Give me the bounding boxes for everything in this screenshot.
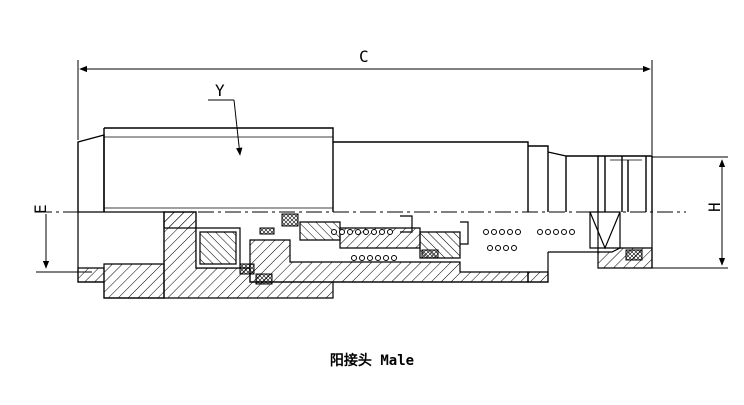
lower-section <box>77 211 653 299</box>
right-end-fitting <box>400 212 653 268</box>
dimension-e: E <box>31 204 92 273</box>
dimension-h: H <box>652 156 728 269</box>
dimension-e-label: E <box>31 204 50 214</box>
valve-springs <box>331 229 575 261</box>
dimension-c: C <box>77 47 653 155</box>
dimension-y: Y <box>208 81 243 156</box>
o-ring-seals <box>239 213 643 285</box>
drawing-caption: 阳接头 Male <box>329 353 415 369</box>
dimension-y-label: Y <box>215 81 225 100</box>
upper-exterior <box>77 127 653 212</box>
dimension-h-label: H <box>705 202 724 212</box>
dimension-c-label: C <box>359 47 369 66</box>
